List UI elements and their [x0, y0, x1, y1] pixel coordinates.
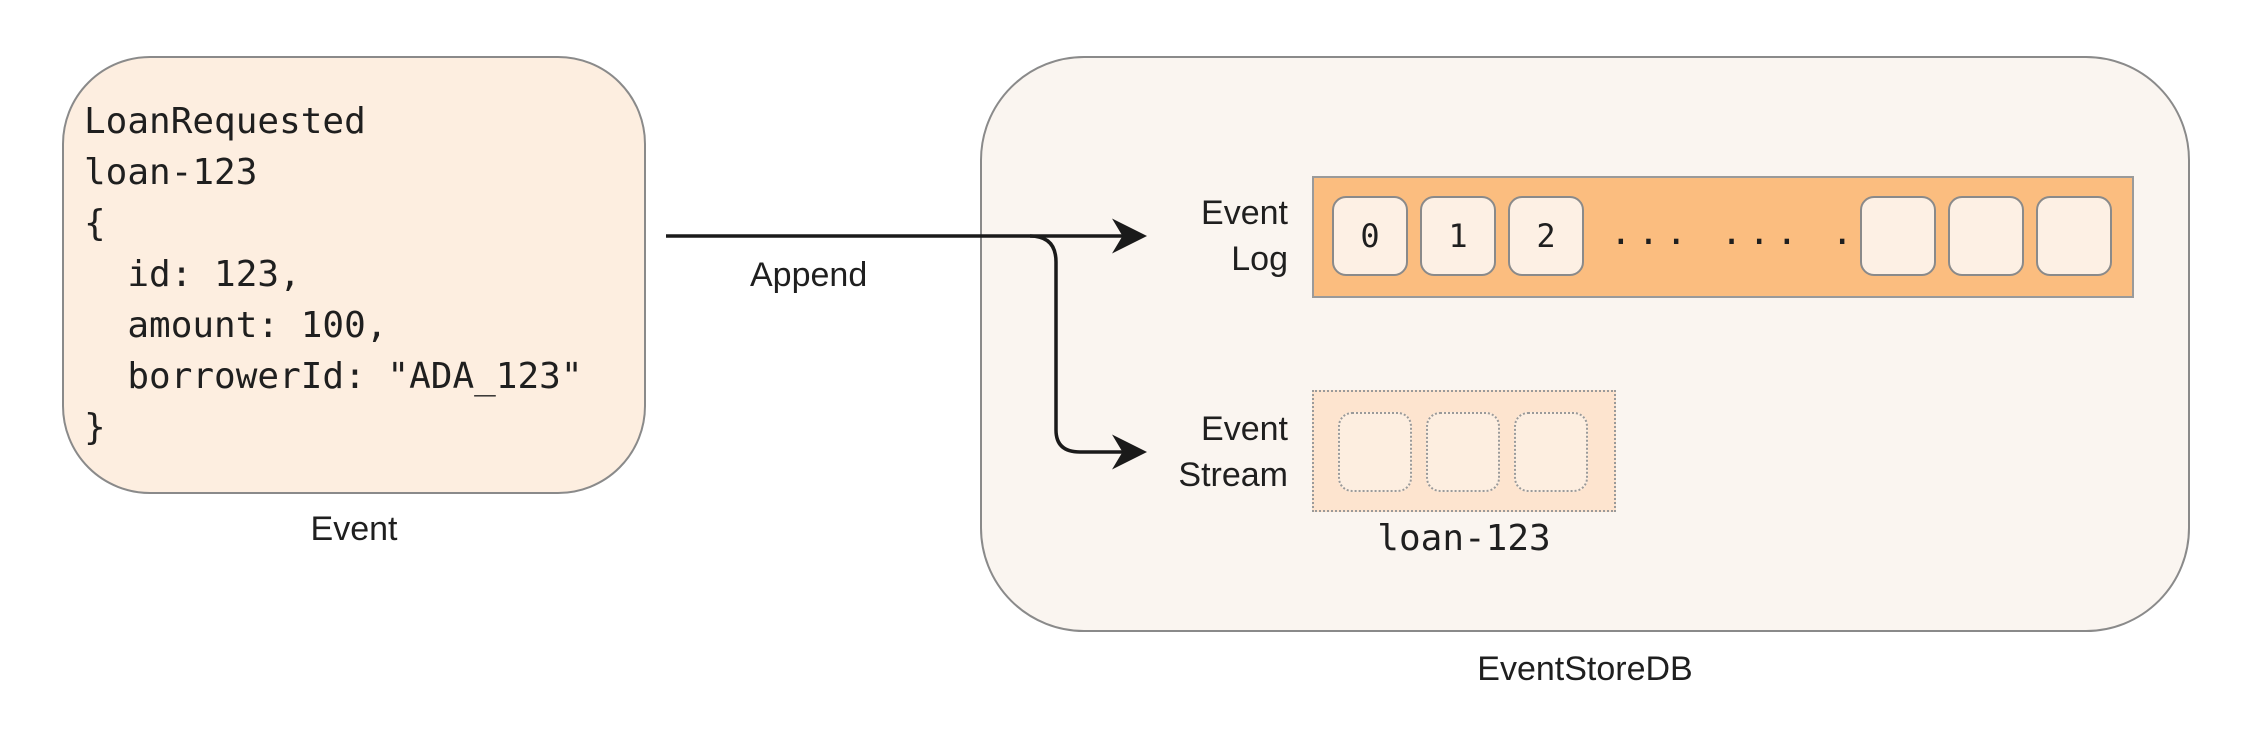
event-card — [62, 56, 646, 494]
event-payload: LoanRequested loan-123 { id: 123, amount… — [84, 101, 583, 448]
eventstoredb-container — [980, 56, 2190, 632]
log-ellipsis: ... ... ... — [1610, 212, 1915, 253]
event-caption: Event — [310, 510, 398, 548]
log-cell: 1 — [1420, 196, 1496, 276]
log-cell: 2 — [1508, 196, 1584, 276]
log-cell: 0 — [1332, 196, 1408, 276]
log-cell — [1860, 196, 1936, 276]
stream-cell — [1426, 412, 1500, 492]
stream-name: loan-123 — [1377, 518, 1551, 559]
log-cell — [1948, 196, 2024, 276]
arrow-to-stream — [1029, 234, 1147, 470]
eventstoredb-caption: EventStoreDB — [1477, 650, 1693, 688]
stream-cell — [1338, 412, 1412, 492]
append-label: Append — [750, 256, 868, 294]
event-stream-label: Event Stream — [1178, 410, 1288, 494]
event-log-label: Event Log — [1201, 194, 1288, 278]
log-cell — [2036, 196, 2112, 276]
stream-cell — [1514, 412, 1588, 492]
